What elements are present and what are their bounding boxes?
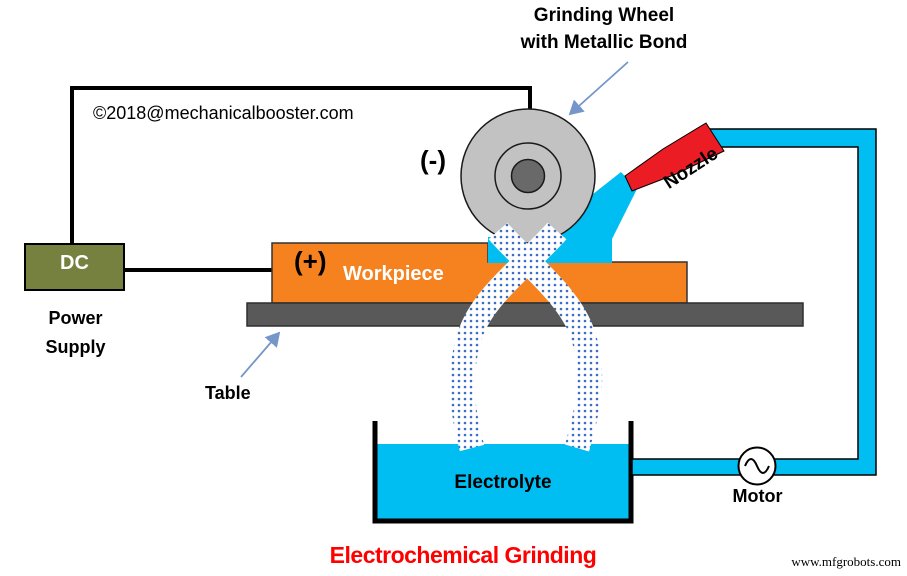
nozzle-shape bbox=[624, 122, 725, 192]
table-label: Table bbox=[205, 383, 251, 403]
diagram-caption: Electrochemical Grinding bbox=[329, 542, 597, 568]
workpiece-label: Workpiece bbox=[343, 263, 444, 285]
tank-walls bbox=[372, 421, 634, 524]
power-supply-label: Power Supply bbox=[28, 304, 123, 362]
copyright-text: ©2018@mechanicalbooster.com bbox=[93, 103, 354, 123]
table-pointer-arrow bbox=[240, 331, 281, 378]
grinding-wheel-hub bbox=[510, 158, 546, 194]
diagram-title-line1: Grinding Wheel bbox=[533, 5, 675, 26]
title-pointer-arrow bbox=[568, 61, 629, 116]
motor-sine-icon bbox=[744, 458, 770, 474]
watermark-text: www.mfgrobots.com bbox=[791, 554, 901, 569]
power-supply-label-line1: Power bbox=[48, 308, 103, 328]
wheel-polarity-label: (-) bbox=[420, 145, 446, 175]
dc-power-supply-box bbox=[24, 243, 125, 291]
power-supply-label-line2: Supply bbox=[45, 337, 106, 357]
diagram-title: Grinding Wheel with Metallic Bond bbox=[454, 2, 754, 56]
electrolyte-liquid bbox=[377, 444, 629, 519]
workpiece-polarity-label: (+) bbox=[294, 246, 327, 276]
diagram-title-line2: with Metallic Bond bbox=[520, 32, 688, 53]
spray-band-right-to-left bbox=[449, 222, 567, 452]
table-shape bbox=[246, 302, 804, 327]
electrolyte-label: Electrolyte bbox=[454, 472, 552, 493]
motor-label: Motor bbox=[732, 486, 783, 506]
dc-box-label: DC bbox=[60, 252, 89, 274]
circulation-pipe bbox=[631, 128, 877, 476]
